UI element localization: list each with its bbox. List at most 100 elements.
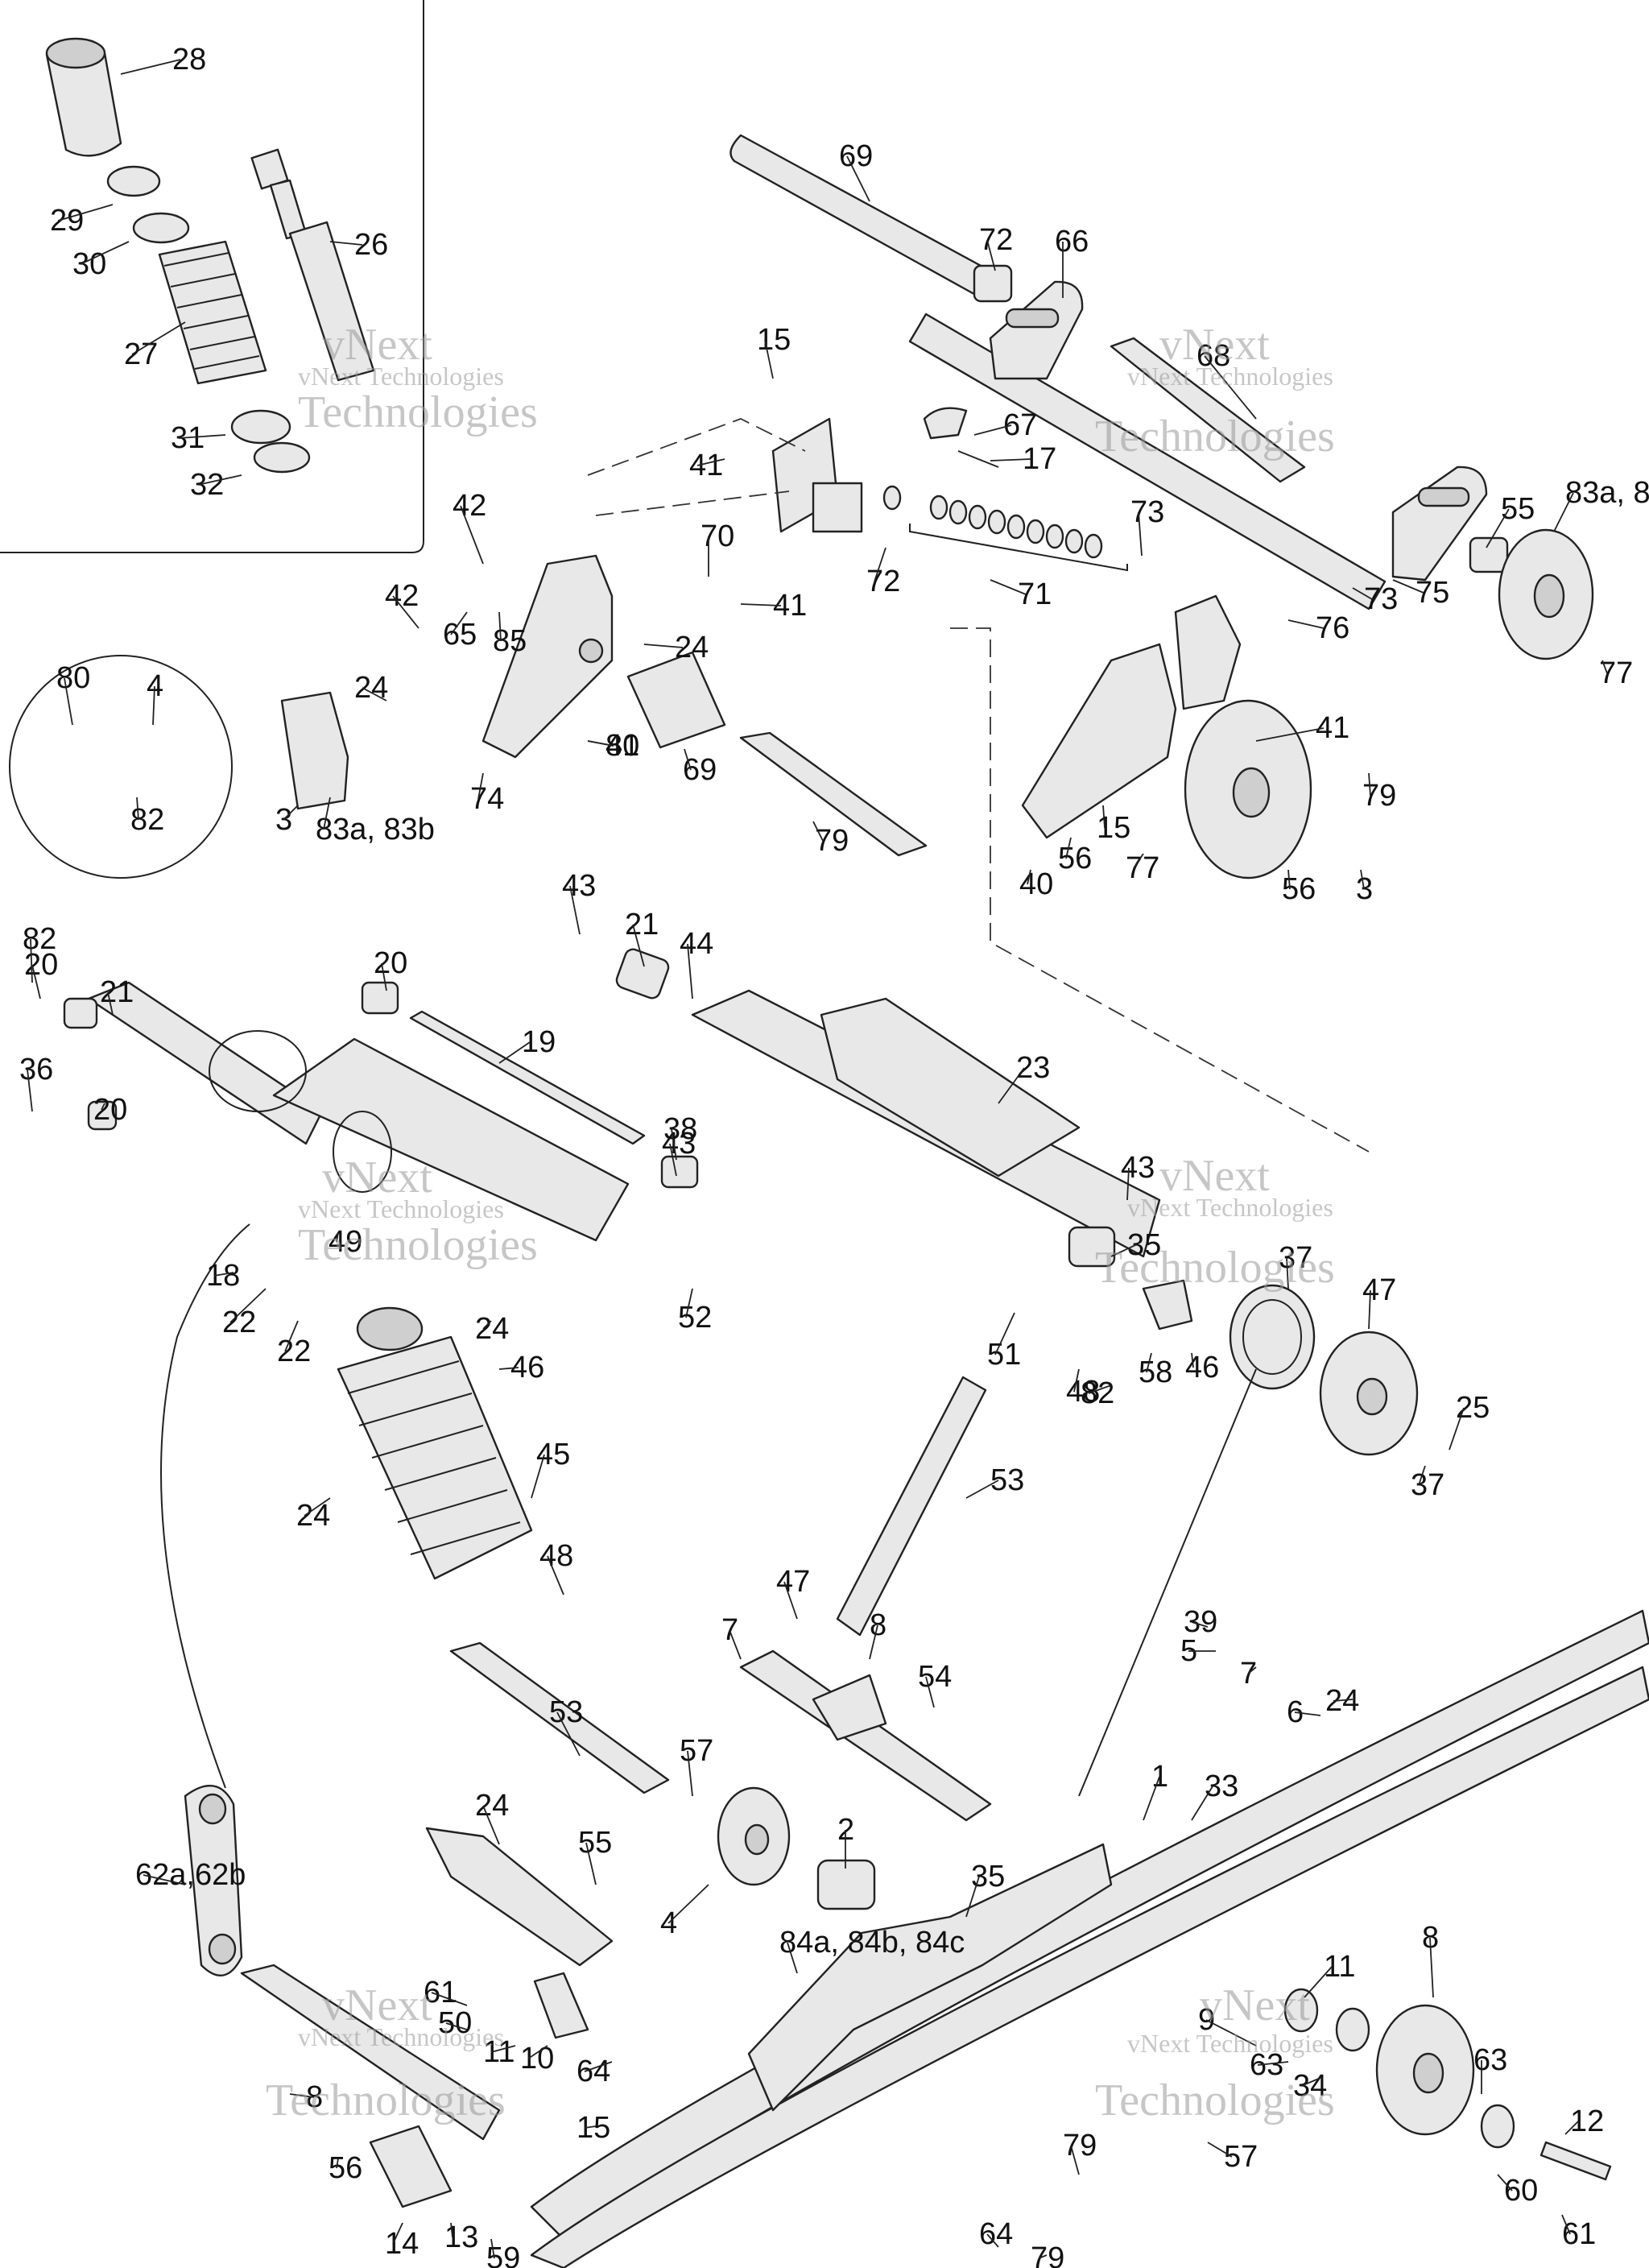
bracket-9 [533, 1972, 589, 2039]
callout-20: 20 [374, 946, 407, 980]
callout-73: 73 [1130, 495, 1164, 529]
leader-line [431, 1992, 468, 2006]
leader-line [1207, 2142, 1233, 2158]
leader-line [1255, 727, 1325, 742]
leader-line [994, 1312, 1015, 1355]
callout-42: 42 [453, 489, 486, 523]
bushing-43-top [615, 948, 670, 999]
watermark-vnext: vNext [322, 1153, 432, 1202]
bumper-12 [369, 2125, 453, 2208]
watermark-technologies: Technologies [298, 387, 538, 437]
leader-line [1286, 1257, 1289, 1289]
callout-21: 21 [100, 975, 134, 1009]
callout-83a-83b: 83a, 83b [316, 813, 435, 846]
idler-wheel-83a-83b [1184, 699, 1312, 879]
leader-line [671, 1128, 677, 1161]
callout-37: 37 [1411, 1468, 1444, 1502]
leader-line [1247, 1666, 1257, 1674]
callout-38: 38 [663, 1112, 697, 1146]
callout-53: 53 [549, 1695, 583, 1729]
bushing-43-low [1068, 1226, 1116, 1268]
callout-53: 53 [990, 1463, 1024, 1497]
leader-line [101, 1103, 105, 1111]
watermark-technologies: Technologies [298, 1220, 538, 1270]
watermark-technologies: Technologies [1095, 1243, 1335, 1293]
callout-66: 66 [1055, 225, 1089, 259]
watermark-vnext: vNext [1159, 1151, 1270, 1201]
callout-79: 79 [815, 824, 849, 858]
leader-line [787, 1942, 798, 1974]
callout-23: 23 [1016, 1051, 1050, 1085]
leader-line [498, 1367, 519, 1370]
callout-57: 57 [1224, 2140, 1258, 2174]
leader-line [973, 424, 1012, 436]
callout-61: 61 [424, 1976, 457, 2009]
leader-line [696, 458, 725, 466]
leader-line [57, 204, 114, 221]
leader-line [31, 964, 41, 999]
leader-line [1027, 869, 1031, 885]
bushing-20-right [660, 1155, 699, 1189]
bolt-17 [957, 450, 999, 468]
washer-stack-71 [882, 485, 1103, 559]
callout-49: 49 [329, 1225, 362, 1259]
leader-line [531, 1454, 545, 1499]
leader-line [1497, 2174, 1513, 2191]
callout-71: 71 [1018, 577, 1052, 611]
retainer-clip [253, 441, 311, 474]
callout-15: 15 [1097, 811, 1130, 845]
leader-line [729, 1629, 742, 1660]
front-arm-38 [691, 989, 1161, 1258]
leader-line [1564, 2121, 1579, 2135]
leader-line [381, 962, 387, 991]
link-35 [184, 1785, 243, 1977]
callout-54: 54 [918, 1660, 952, 1694]
callout-80: 80 [56, 661, 90, 695]
torsion-spring-49 [1078, 1284, 1316, 1797]
callout-24: 24 [475, 1312, 509, 1346]
callout-43: 43 [662, 1127, 696, 1161]
leader-line [1287, 869, 1291, 890]
leader-line [1300, 2077, 1321, 2087]
rod-19 [409, 1010, 646, 1145]
leader-line [1418, 1465, 1426, 1486]
callout-3: 3 [1356, 872, 1373, 906]
leader-line [450, 2222, 453, 2238]
leader-line [687, 1750, 693, 1797]
leader-line [1257, 2061, 1289, 2066]
callout-1: 1 [1151, 1760, 1168, 1794]
ref-line-b [950, 627, 1370, 1153]
leader-line [1070, 2145, 1080, 2175]
leader-line [569, 885, 581, 935]
callout-44: 44 [680, 927, 713, 961]
callout-55: 55 [1501, 492, 1535, 526]
callout-43: 43 [562, 869, 596, 903]
leader-line [1561, 2214, 1571, 2235]
callout-8: 8 [306, 2080, 323, 2114]
idler-wheel-62a [717, 1786, 791, 1886]
leader-line [152, 685, 155, 726]
leader-line [925, 1676, 935, 1708]
leader-line [1304, 1966, 1333, 1998]
watermark-vnext: vNext [322, 320, 432, 370]
leader-line [684, 748, 692, 771]
callout-62a-62b: 62a,62b [135, 1858, 246, 1892]
callout-55: 55 [578, 1826, 612, 1860]
leader-line [392, 595, 419, 629]
leader-line [990, 458, 1031, 461]
leader-line [740, 603, 782, 606]
watermark-vnext-technologies: vNext Technologies [1127, 362, 1333, 391]
idler-wheel-83a-upper [1498, 528, 1594, 660]
leader-line [1191, 1786, 1213, 1821]
callout-74: 74 [470, 782, 504, 816]
callout-15: 15 [757, 323, 791, 357]
leader-line [482, 1320, 492, 1330]
spacer-tube-68 [1110, 337, 1306, 483]
leader-line [1205, 2019, 1257, 2047]
leader-line [965, 1876, 980, 1918]
leader-line [846, 155, 870, 202]
leader-line [632, 924, 645, 967]
callout-69: 69 [839, 139, 873, 173]
callout-36: 36 [19, 1053, 53, 1086]
